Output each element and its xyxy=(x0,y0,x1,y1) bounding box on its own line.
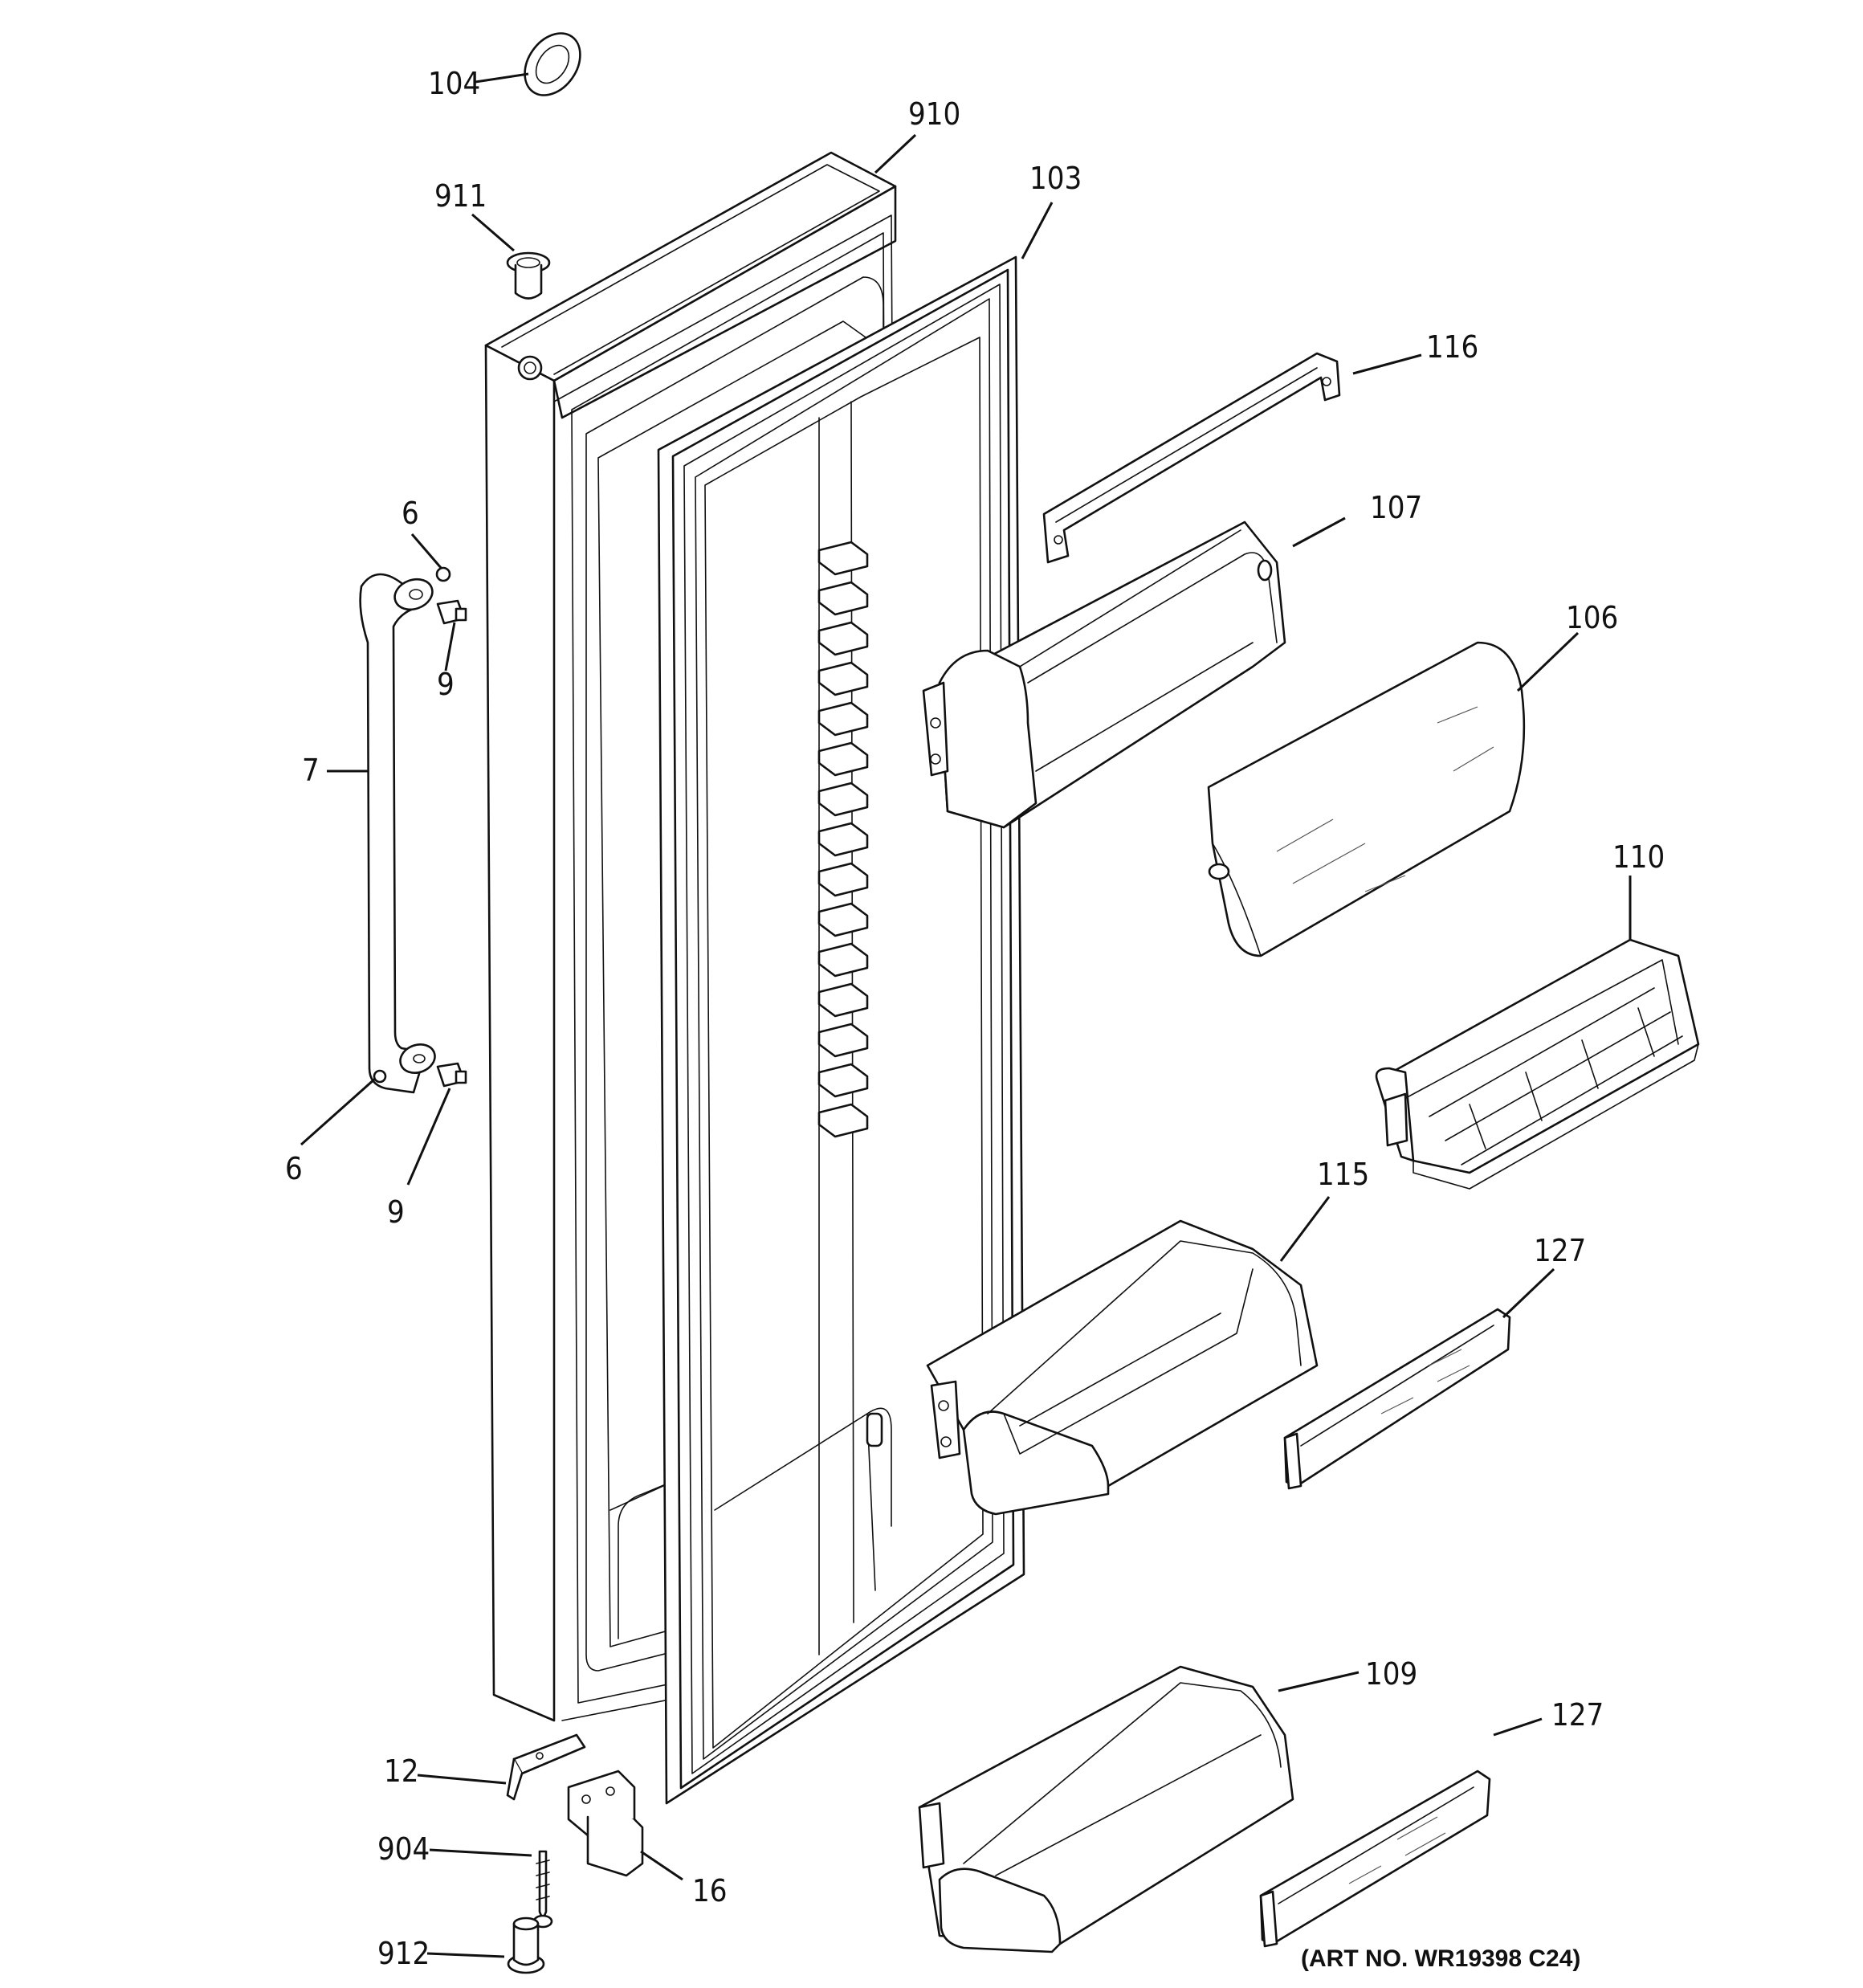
door-bin-115 xyxy=(926,1219,1319,1516)
label-7: 7 xyxy=(302,753,320,788)
egg-tray-110 xyxy=(1375,938,1700,1190)
label-107: 107 xyxy=(1370,490,1422,525)
hinge-bracket-16 xyxy=(567,1770,644,1877)
label-127-lower: 127 xyxy=(1551,1697,1604,1733)
art-number: (ART NO. WR19398 C24) xyxy=(1301,1945,1580,1972)
label-6-top: 6 xyxy=(402,496,419,531)
label-911: 911 xyxy=(434,178,487,214)
shelf-rail-tabs xyxy=(817,541,869,1138)
label-106: 106 xyxy=(1566,600,1618,635)
door-handle-7 xyxy=(359,573,436,1094)
hinge-plate-12 xyxy=(506,1733,586,1801)
label-12: 12 xyxy=(384,1753,419,1789)
label-103: 103 xyxy=(1029,161,1082,196)
label-109: 109 xyxy=(1365,1656,1417,1692)
stud-9-top xyxy=(436,599,467,625)
screw-904 xyxy=(532,1850,553,1929)
label-910: 910 xyxy=(908,96,960,132)
bushing-912 xyxy=(507,1917,545,1974)
shelf-rail-116 xyxy=(1042,352,1341,564)
label-6-bottom: 6 xyxy=(285,1151,303,1186)
stud-9-bottom xyxy=(436,1062,467,1088)
bin-cover-127-upper xyxy=(1283,1308,1511,1490)
label-116: 116 xyxy=(1426,329,1478,365)
label-9-bottom: 9 xyxy=(387,1194,405,1230)
door-bin-107 xyxy=(922,520,1286,829)
label-104: 104 xyxy=(428,66,480,101)
cap-104 xyxy=(524,32,581,96)
screw-6-top xyxy=(435,566,451,582)
screw-6-bottom xyxy=(373,1069,387,1084)
label-110: 110 xyxy=(1612,839,1665,875)
bin-cover-127-lower xyxy=(1259,1770,1491,1948)
label-904: 904 xyxy=(377,1831,430,1867)
label-127-upper: 127 xyxy=(1534,1233,1586,1268)
label-912: 912 xyxy=(377,1936,430,1971)
label-16: 16 xyxy=(692,1873,728,1908)
door-bin-109 xyxy=(918,1665,1294,1953)
dairy-cover-106 xyxy=(1207,641,1526,957)
label-9-top: 9 xyxy=(437,667,455,702)
bushing-911 xyxy=(506,251,551,300)
leader-lines xyxy=(300,72,1632,1958)
label-115: 115 xyxy=(1317,1157,1369,1192)
